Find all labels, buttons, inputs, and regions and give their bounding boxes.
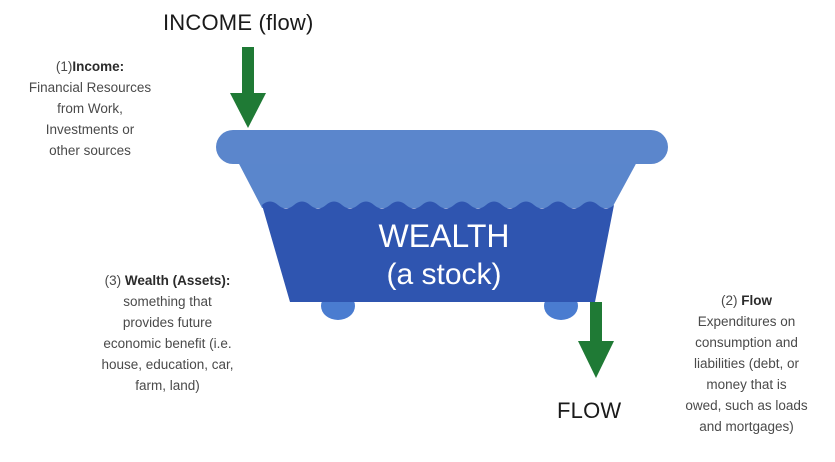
income-arrow (230, 47, 266, 128)
tub-water (262, 201, 614, 302)
income-note-line: other sources (49, 143, 131, 158)
stock-label-line1: WEALTH (379, 218, 510, 254)
flow-note-heading: (2) Flow (720, 293, 772, 308)
wealth-note-line: economic benefit (i.e. (103, 336, 232, 351)
tub-upper-body (237, 160, 638, 208)
flow-note-line: consumption and (695, 335, 798, 350)
stock-label-line2: (a stock) (386, 258, 501, 291)
income-flow-title: INCOME (flow) (163, 10, 314, 35)
flow-title: FLOW (557, 398, 622, 423)
income-note: (1)Income: Financial Resources from Work… (0, 56, 180, 161)
income-note-line: Financial Resources (28, 80, 152, 95)
flow-note: (2) Flow Expenditures on consumption and… (664, 290, 829, 437)
flow-note-line: money that is (706, 377, 787, 392)
income-note-heading: (1)Income: (55, 59, 125, 74)
flow-note-line: Expenditures on (697, 314, 796, 329)
wealth-note: (3) Wealth (Assets): something that prov… (60, 270, 275, 396)
flow-note-line: and mortgages) (699, 419, 794, 434)
flow-note-line: liabilities (debt, or (693, 356, 800, 371)
wealth-note-line: house, education, car, (101, 357, 234, 372)
income-note-line: from Work, (57, 101, 123, 116)
income-note-line: Investments or (45, 122, 135, 137)
wealth-note-line: provides future (122, 315, 213, 330)
wealth-note-line: something that (123, 294, 212, 309)
wealth-note-line: farm, land) (135, 378, 200, 393)
flow-note-line: owed, such as loads (685, 398, 808, 413)
flow-arrow (578, 302, 614, 378)
wealth-note-heading: (3) Wealth (Assets): (104, 273, 231, 288)
tub-rim (216, 130, 668, 164)
